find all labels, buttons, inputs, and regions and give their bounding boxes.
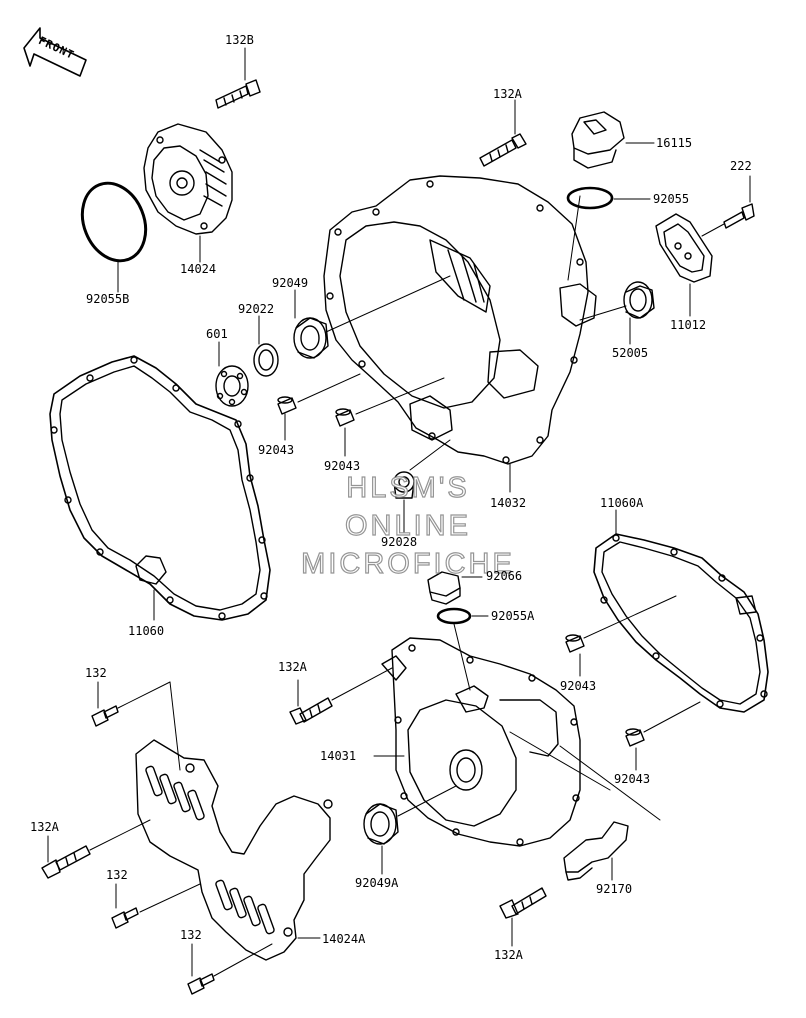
- ring-92022: [253, 343, 279, 377]
- gasket-11060a: [593, 533, 769, 713]
- part-label-92066[interactable]: 92066: [486, 569, 523, 583]
- part-label-14024[interactable]: 14024: [180, 262, 217, 276]
- bolt-132-b: [111, 907, 139, 929]
- part-label-92049[interactable]: 92049: [272, 276, 309, 290]
- front-arrow-icon: [23, 27, 87, 77]
- part-label-92170[interactable]: 92170: [596, 882, 633, 896]
- part-label-14032[interactable]: 14032: [490, 496, 527, 510]
- seal-92049: [293, 317, 329, 359]
- part-label-92049a[interactable]: 92049A: [355, 876, 399, 890]
- bolt-132a-left: [41, 845, 91, 879]
- bracket-92170: [563, 821, 629, 881]
- part-label-11012[interactable]: 11012: [670, 318, 707, 332]
- pump-cover-14024: [143, 123, 233, 235]
- screw-222: [723, 203, 755, 229]
- part-label-222[interactable]: 222: [730, 159, 752, 173]
- part-label-132b[interactable]: 132B: [225, 33, 254, 47]
- o-ring-92055b: [80, 181, 148, 263]
- part-label-92055b[interactable]: 92055B: [86, 292, 130, 306]
- part-label-92055a[interactable]: 92055A: [491, 609, 535, 623]
- plug-92028: [393, 471, 415, 499]
- dowel-92043-b: [335, 408, 355, 427]
- oil-cap-16115: [571, 111, 625, 169]
- plug-92066: [427, 571, 461, 605]
- bolt-132-c: [187, 973, 215, 995]
- watermark-line-2: ONLINE: [344, 509, 471, 542]
- gasket-11060: [49, 355, 271, 621]
- bolt-132-a: [91, 705, 119, 727]
- o-ring-92055: [566, 186, 614, 210]
- part-label-92043-c[interactable]: 92043: [560, 679, 597, 693]
- part-label-92043-d[interactable]: 92043: [614, 772, 651, 786]
- generator-cover-14031: [381, 637, 581, 847]
- part-label-52005[interactable]: 52005: [612, 346, 649, 360]
- part-label-11060[interactable]: 11060: [128, 624, 165, 638]
- part-label-14024a[interactable]: 14024A: [322, 932, 366, 946]
- part-label-11060a[interactable]: 11060A: [600, 496, 644, 510]
- watermark-line-1: HLSM'S: [346, 471, 470, 504]
- part-label-132a-left[interactable]: 132A: [30, 820, 59, 834]
- o-ring-92055a: [436, 607, 472, 625]
- part-label-92055[interactable]: 92055: [653, 192, 690, 206]
- dowel-92043-c: [565, 634, 585, 653]
- part-label-132-c[interactable]: 132: [180, 928, 202, 942]
- part-label-132-a[interactable]: 132: [85, 666, 107, 680]
- part-label-92043-a[interactable]: 92043: [258, 443, 295, 457]
- part-label-92022[interactable]: 92022: [238, 302, 275, 316]
- part-label-14031[interactable]: 14031: [320, 749, 357, 763]
- part-label-132a-bottom[interactable]: 132A: [494, 948, 523, 962]
- cap-11012: [655, 213, 713, 283]
- watermark-line-3: MICROFICHE: [301, 547, 515, 580]
- part-label-601[interactable]: 601: [206, 327, 228, 341]
- part-label-132-b[interactable]: 132: [106, 868, 128, 882]
- oil-seal-52005: [623, 281, 655, 319]
- bearing-601: [215, 365, 249, 407]
- part-label-92043-b[interactable]: 92043: [324, 459, 361, 473]
- bolt-132a-mid: [289, 697, 333, 725]
- part-label-132a-mid[interactable]: 132A: [278, 660, 307, 674]
- part-label-16115[interactable]: 16115: [656, 136, 693, 150]
- dowel-92043-d: [625, 728, 645, 747]
- dowel-92043-a: [277, 396, 297, 415]
- clutch-cover-14032: [323, 175, 597, 465]
- seal-92049a: [363, 803, 399, 845]
- bolt-132a-top: [479, 133, 527, 167]
- bolt-132a-bottom: [499, 887, 547, 919]
- sprocket-cover-14024a: [135, 739, 333, 961]
- part-label-92028[interactable]: 92028: [381, 535, 418, 549]
- part-label-132a-top[interactable]: 132A: [493, 87, 522, 101]
- bolt-132b: [215, 79, 261, 109]
